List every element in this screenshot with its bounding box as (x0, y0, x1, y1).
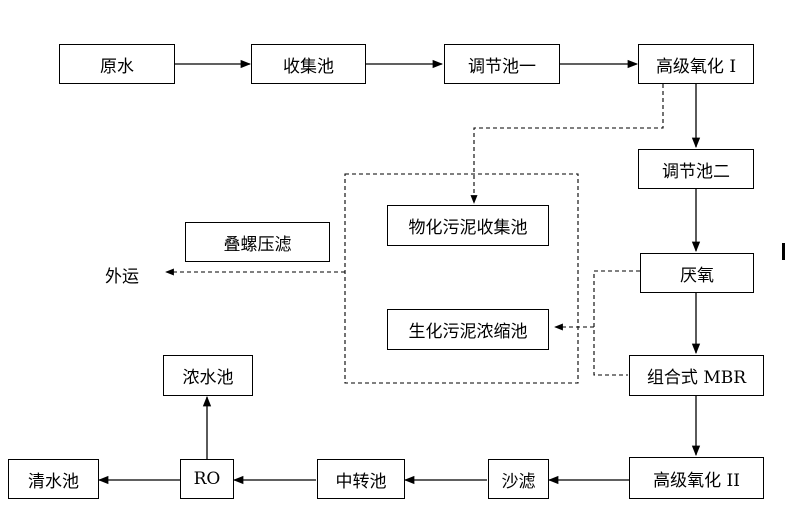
arrow-ao1-sludge (470, 84, 664, 204)
regulating-tank-2-box: 调节池二 (638, 149, 754, 189)
line-anaerobic-sludge (593, 270, 640, 376)
advanced-oxidation-2-box: 高级氧化 II (629, 457, 764, 499)
combined-mbr-box: 组合式 MBR (629, 355, 764, 396)
bio-sludge-thickener-box: 生化污泥浓缩池 (387, 309, 549, 350)
sludge-treatment-boundary (344, 173, 579, 384)
edge-fragment (782, 243, 785, 260)
physchem-sludge-tank-box: 物化污泥收集池 (387, 205, 549, 246)
sand-filter-box: 沙滤 (488, 459, 549, 499)
concentrate-tank-box: 浓水池 (163, 355, 253, 396)
raw-water-box: 原水 (59, 44, 175, 84)
regulating-tank-1-box: 调节池一 (444, 44, 560, 84)
transport-out-label: 外运 (105, 267, 139, 287)
advanced-oxidation-1-box: 高级氧化 I (638, 44, 754, 84)
ro-box: RO (180, 459, 234, 499)
anaerobic-box: 厌氧 (640, 253, 754, 293)
screw-press-box: 叠螺压滤 (185, 222, 330, 262)
transfer-tank-box: 中转池 (317, 459, 405, 499)
collection-tank-box: 收集池 (251, 44, 366, 84)
clean-water-tank-box: 清水池 (8, 459, 99, 499)
